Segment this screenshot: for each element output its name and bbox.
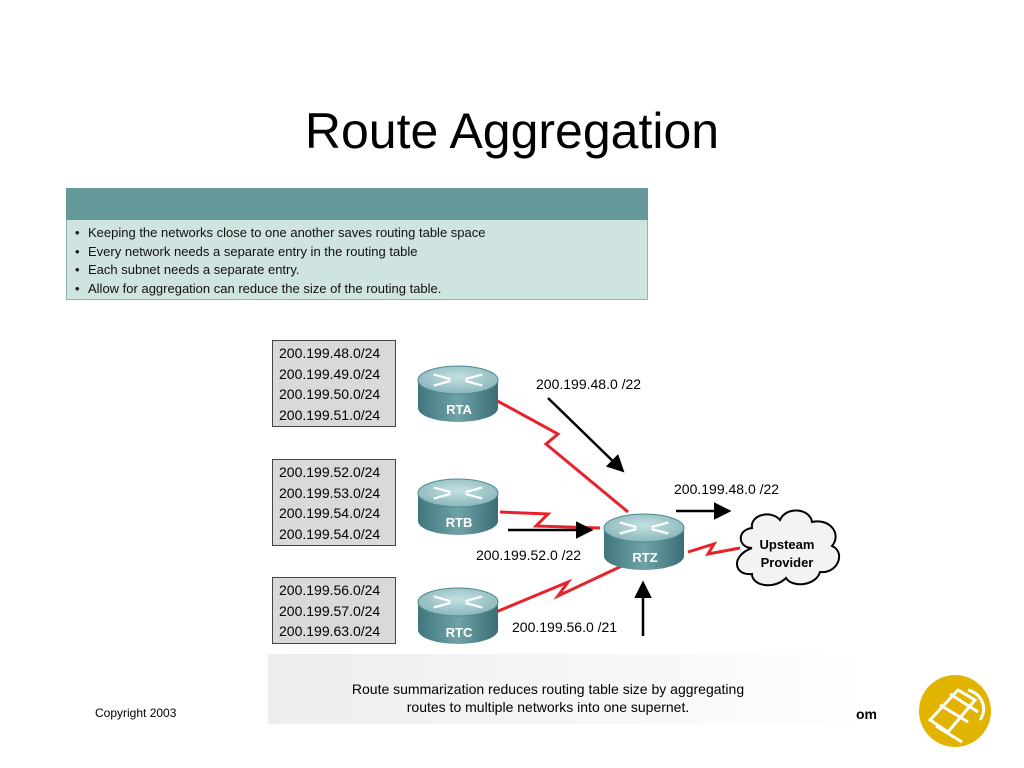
network-list-rta: 200.199.48.0/24 200.199.49.0/24 200.199.…	[272, 340, 396, 427]
network-entry: 200.199.56.0/24	[279, 582, 381, 598]
cloud-label-line2: Provider	[761, 555, 814, 570]
network-entry: 200.199.54.0/24	[279, 525, 381, 542]
link-rtz-cloud	[687, 541, 741, 557]
footer-fragment: om	[856, 706, 877, 722]
caption: Route summarization reduces routing tabl…	[268, 680, 828, 716]
network-list-rtc: 200.199.56.0/24 200.199.57.0/24 200.199.…	[272, 577, 396, 644]
network-list-rtb: 200.199.52.0/24 200.199.53.0/24 200.199.…	[272, 459, 396, 546]
router-label: RTZ	[632, 550, 657, 565]
link-rta-rtz	[491, 396, 629, 514]
bullet-item: Each subnet needs a separate entry.	[75, 261, 647, 280]
network-entry: 200.199.51.0/24	[279, 406, 381, 423]
bullet-list: Keeping the networks close to one anothe…	[67, 220, 647, 298]
upstream-cloud-icon: Upsteam Provider	[736, 509, 841, 587]
network-entry: 200.199.63.0/24	[279, 623, 381, 639]
network-entry: 200.199.50.0/24	[279, 386, 381, 402]
network-entry: 200.199.57.0/24	[279, 602, 381, 619]
network-entry: 200.199.54.0/24	[279, 505, 381, 521]
bullet-item: Every network needs a separate entry in …	[75, 243, 647, 262]
copyright-text: Copyright 2003	[95, 706, 177, 720]
bullet-panel: Keeping the networks close to one anothe…	[66, 188, 648, 301]
slide-title: Route Aggregation	[304, 103, 720, 159]
network-entry: 200.199.53.0/24	[279, 484, 381, 501]
router-rtz: RTZ	[603, 513, 685, 570]
logo-icon	[919, 675, 991, 747]
router-label: RTC	[446, 625, 473, 640]
bullet-item: Keeping the networks close to one anothe…	[75, 224, 647, 243]
router-rtb: RTB	[417, 478, 499, 535]
network-entry: 200.199.48.0/24	[279, 345, 381, 361]
link-rtb-rtz	[499, 510, 601, 530]
caption-line2: routes to multiple networks into one sup…	[406, 699, 690, 715]
summary-label-rtc: 200.199.56.0 /21	[512, 619, 617, 635]
router-rtc: RTC	[417, 587, 499, 644]
bullet-item: Allow for aggregation can reduce the siz…	[75, 280, 647, 299]
summary-label-rta: 200.199.48.0 /22	[536, 376, 641, 392]
summary-label-rtb: 200.199.52.0 /22	[476, 547, 581, 563]
arrow-rta-summary	[547, 397, 625, 473]
link-rtc-rtz	[495, 562, 627, 614]
cloud-label-line1: Upsteam	[760, 537, 815, 552]
router-label: RTA	[446, 402, 472, 417]
caption-line1: Route summarization reduces routing tabl…	[351, 681, 745, 697]
bullet-panel-header	[66, 188, 648, 220]
bullet-panel-body: Keeping the networks close to one anothe…	[66, 220, 648, 300]
network-entry: 200.199.52.0/24	[279, 464, 381, 480]
router-rta: RTA	[417, 365, 499, 422]
caption-band	[268, 654, 868, 724]
summary-label-rtz: 200.199.48.0 /22	[674, 481, 779, 497]
router-label: RTB	[446, 515, 473, 530]
network-entry: 200.199.49.0/24	[279, 365, 381, 382]
